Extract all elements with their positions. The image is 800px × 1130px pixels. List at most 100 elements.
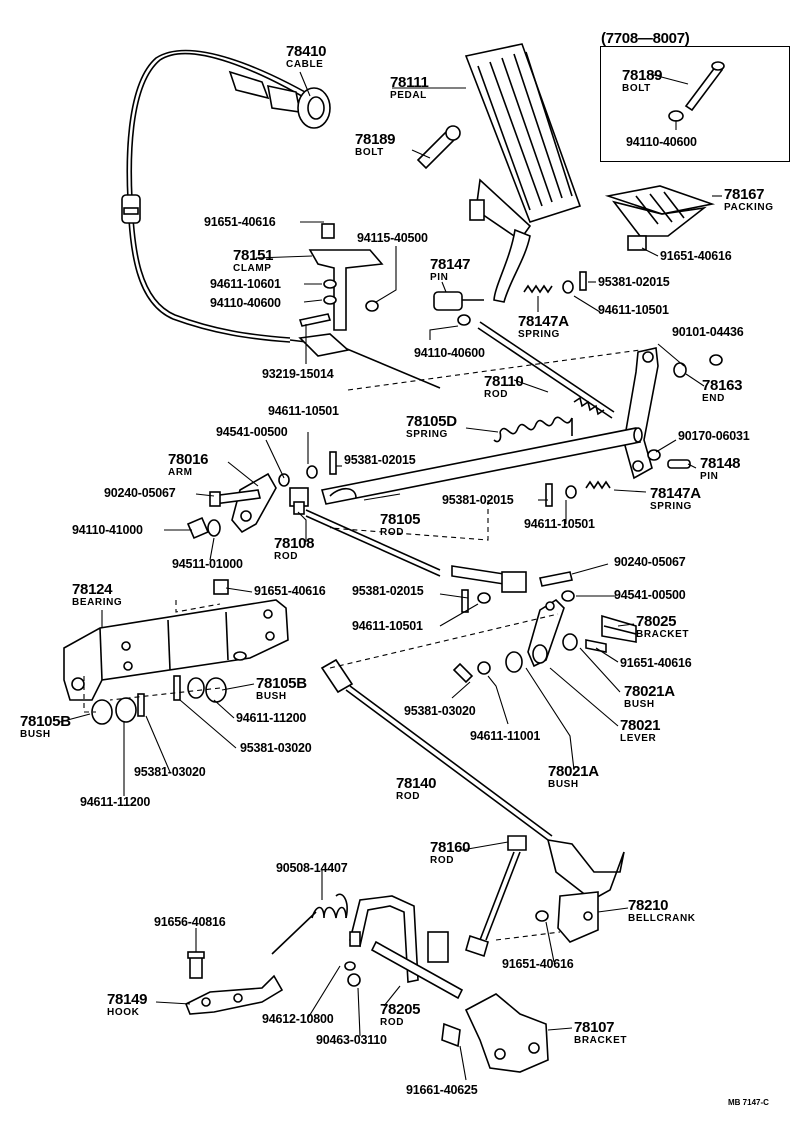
bellcrank-78210 bbox=[535, 839, 625, 943]
part-94110-40600-clamp-label: 94110-40600 bbox=[210, 296, 281, 310]
part-name: SPRING bbox=[518, 329, 560, 340]
part-name: PIN bbox=[700, 471, 719, 482]
part-90463-03110-label: 90463-03110 bbox=[316, 1033, 387, 1047]
part-94541-00500-lever-label: 94541-00500 bbox=[614, 588, 686, 602]
part-95381-02015-rod-label: 95381-02015 bbox=[352, 584, 424, 598]
part-number: 78110 bbox=[484, 373, 524, 390]
part-95381-02015-arm-label: 95381-02015 bbox=[344, 453, 416, 467]
part-number: 78151 bbox=[233, 247, 274, 264]
part-name: CLAMP bbox=[233, 263, 272, 274]
accelerator-cable bbox=[121, 49, 441, 389]
inset-range-label: (7708—8007) bbox=[601, 30, 690, 47]
part-name: ROD bbox=[484, 389, 509, 400]
part-94611-10601-label: 94611-10601 bbox=[210, 277, 281, 291]
diagram-code: MB 7147-C bbox=[728, 1098, 769, 1107]
part-91651-40616-packing-label: 91651-40616 bbox=[660, 249, 732, 263]
part-number: 78167 bbox=[724, 186, 765, 203]
part-name: END bbox=[702, 393, 725, 404]
part-91651-40616-bearing-label: 91651-40616 bbox=[254, 584, 326, 598]
part-name: ARM bbox=[168, 467, 193, 478]
part-95381-03020-left-label: 95381-03020 bbox=[134, 765, 206, 779]
part-90240-05067-lever-label: 90240-05067 bbox=[614, 555, 686, 569]
part-91661-40625-label: 91661-40625 bbox=[406, 1083, 478, 1097]
clamp-78151 bbox=[298, 223, 384, 331]
spring-hook bbox=[184, 893, 348, 1015]
part-94511-01000-label: 94511-01000 bbox=[172, 557, 243, 571]
part-93219-15014-label: 93219-15014 bbox=[262, 367, 334, 381]
part-94612-10800-label: 94612-10800 bbox=[262, 1012, 334, 1026]
bushes-left bbox=[91, 675, 227, 725]
part-name: BOLT bbox=[355, 147, 384, 158]
rod-78140 bbox=[320, 658, 553, 841]
rod-78110 bbox=[477, 321, 615, 419]
rod-78108 bbox=[305, 509, 575, 613]
part-95381-03020-lever-label: 95381-03020 bbox=[404, 704, 476, 718]
part-number: 78107 bbox=[574, 1019, 615, 1036]
part-90508-14407-label: 90508-14407 bbox=[276, 861, 348, 875]
part-94611-11001-label: 94611-11001 bbox=[470, 729, 541, 743]
part-name: BELLCRANK bbox=[628, 913, 696, 924]
part-94611-10501-right-label: 94611-10501 bbox=[524, 517, 595, 531]
part-number: 78105 bbox=[380, 511, 421, 528]
part-94110-40600-pin-label: 94110-40600 bbox=[414, 346, 485, 360]
part-number: 78105D bbox=[406, 413, 457, 430]
part-94110-41000-label: 94110-41000 bbox=[72, 523, 143, 537]
bolt-78189 bbox=[416, 125, 461, 170]
part-number: 78140 bbox=[396, 775, 437, 792]
part-number: 78205 bbox=[380, 1001, 421, 1018]
lever-78021 bbox=[452, 598, 637, 684]
inset-bolt-parts bbox=[668, 61, 725, 122]
part-number: 78016 bbox=[168, 451, 209, 468]
part-91651-40616-bellcrank-label: 91651-40616 bbox=[502, 957, 574, 971]
part-number: 78021A bbox=[624, 683, 675, 700]
part-number: 78021 bbox=[620, 717, 661, 734]
part-name: ROD bbox=[396, 791, 421, 802]
year-range-inset-box bbox=[600, 46, 790, 162]
part-name: PEDAL bbox=[390, 90, 427, 101]
part-94611-10501-rod-label: 94611-10501 bbox=[352, 619, 423, 633]
rod-78160 bbox=[465, 835, 527, 958]
spring-78105D bbox=[306, 416, 573, 479]
part-name: HOOK bbox=[107, 1007, 140, 1018]
part-91656-40816-label: 91656-40816 bbox=[154, 915, 226, 929]
part-name: ROD bbox=[380, 1017, 405, 1028]
dashed-connection-lines bbox=[83, 349, 641, 941]
part-number: 78147A bbox=[650, 485, 701, 502]
part-number: 78410 bbox=[286, 43, 327, 60]
bearing-78124 bbox=[63, 579, 289, 701]
part-name: SPRING bbox=[406, 429, 448, 440]
part-95381-02015-right-label: 95381-02015 bbox=[442, 493, 514, 507]
part-name: BUSH bbox=[256, 691, 287, 702]
bracket-78107 bbox=[441, 993, 549, 1073]
part-number: 78189 bbox=[355, 131, 396, 148]
part-name: SPRING bbox=[650, 501, 692, 512]
part-name: BUSH bbox=[624, 699, 655, 710]
part-number: 78210 bbox=[628, 897, 669, 914]
part-name: BOLT bbox=[622, 83, 651, 94]
part-94541-00500-arm-label: 94541-00500 bbox=[216, 425, 288, 439]
part-name: BEARING bbox=[72, 597, 123, 608]
part-name: BUSH bbox=[20, 729, 51, 740]
part-91651-40616-bracket-label: 91651-40616 bbox=[620, 656, 692, 670]
part-number: 78021A bbox=[548, 763, 599, 780]
part-number: 78163 bbox=[702, 377, 743, 394]
